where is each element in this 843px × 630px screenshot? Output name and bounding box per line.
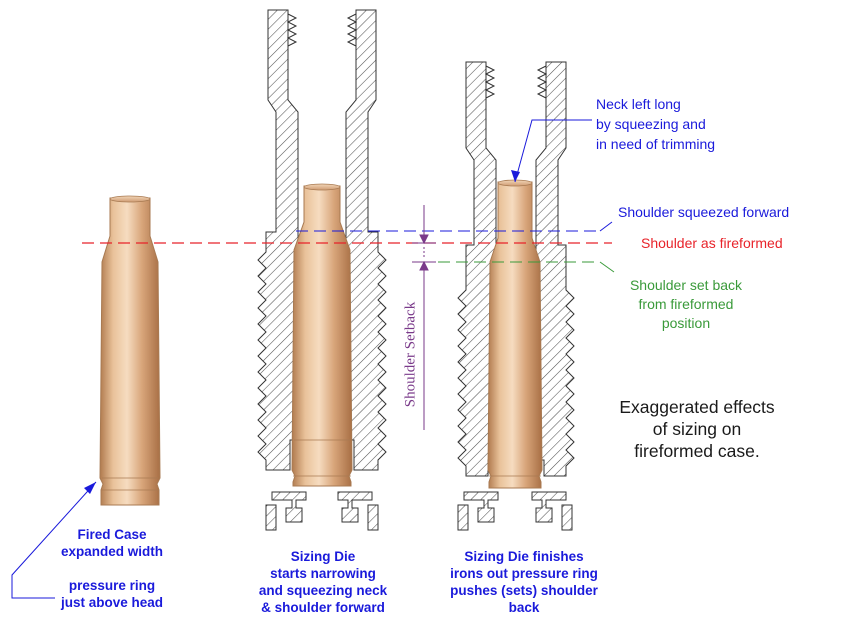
shoulder-setback-line1: Shoulder set back xyxy=(629,277,743,293)
shoulder-setback-callout: Shoulder set back from fireformed positi… xyxy=(616,276,756,333)
sizing-die-1-line3: and squeezing neck xyxy=(258,583,388,598)
setback-dimension-label: Shoulder Setback xyxy=(402,301,419,408)
shoulder-setback-line2: from fireformed xyxy=(638,296,734,312)
shoulder-forward-label: Shoulder squeezed forward xyxy=(618,204,790,220)
neck-callout-line1: Neck left long xyxy=(596,96,681,112)
sizing-die-1-line4: & shoulder forward xyxy=(261,600,385,615)
neck-callout-line2: by squeezing and xyxy=(596,116,706,132)
sizing-die-2-line1: Sizing Die finishes xyxy=(464,549,584,564)
fired-case-caption: Fired Case expanded width pressure ring … xyxy=(48,526,176,611)
sizing-die-2-line4: back xyxy=(508,600,540,615)
exaggerated-note: Exaggerated effects of sizing on firefor… xyxy=(594,396,800,462)
neck-callout-line3: in need of trimming xyxy=(596,136,716,152)
fired-case-line1: Fired Case xyxy=(77,527,147,542)
exaggerated-note-line2: of sizing on xyxy=(652,419,742,439)
shoulder-forward-leader xyxy=(599,221,613,232)
neck-callout: Neck left long by squeezing and in need … xyxy=(596,94,715,154)
sizing-die-2-caption: Sizing Die finishes irons out pressure r… xyxy=(440,548,608,616)
fired-case-line3: pressure ring xyxy=(68,578,156,593)
sizing-die-1-line2: starts narrowing xyxy=(270,566,376,581)
fired-case-line2: expanded width xyxy=(60,544,163,559)
setback-dimension xyxy=(412,205,436,430)
fired-case-leader xyxy=(11,481,97,599)
neck-leader xyxy=(514,119,592,183)
sizing-die-2-line3: pushes (sets) shoulder xyxy=(450,583,598,598)
fired-case-arrowhead xyxy=(84,482,96,494)
shoulder-setback-line3: position xyxy=(661,315,711,331)
sizing-die-2 xyxy=(457,61,575,531)
shoulder-setback-leader xyxy=(599,261,615,273)
fired-case-line4: just above head xyxy=(60,595,164,610)
exaggerated-note-line1: Exaggerated effects xyxy=(619,397,775,417)
exaggerated-note-line3: fireformed case. xyxy=(634,441,760,461)
sizing-die-1-line1: Sizing Die xyxy=(290,549,356,564)
sizing-die-1 xyxy=(257,9,387,531)
sizing-die-2-line2: irons out pressure ring xyxy=(450,566,598,581)
neck-arrowhead xyxy=(511,170,520,182)
fired-case xyxy=(99,195,161,506)
shoulder-fireformed-label: Shoulder as fireformed xyxy=(641,235,783,251)
sizing-die-1-caption: Sizing Die starts narrowing and squeezin… xyxy=(250,548,396,616)
